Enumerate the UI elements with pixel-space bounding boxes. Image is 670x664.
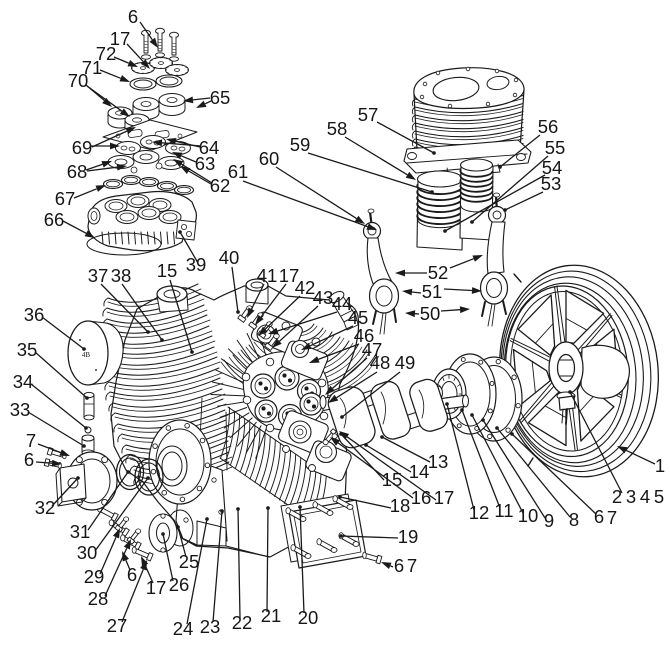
svg-text:33: 33 bbox=[10, 399, 31, 420]
svg-text:45: 45 bbox=[348, 307, 369, 328]
svg-text:16: 16 bbox=[411, 487, 432, 508]
svg-text:39: 39 bbox=[186, 254, 207, 275]
svg-text:38: 38 bbox=[111, 265, 132, 286]
svg-text:10: 10 bbox=[518, 505, 539, 526]
svg-text:7: 7 bbox=[407, 555, 417, 576]
svg-text:17: 17 bbox=[279, 265, 300, 286]
svg-text:47: 47 bbox=[362, 339, 383, 360]
svg-text:32: 32 bbox=[35, 497, 56, 518]
svg-text:51: 51 bbox=[422, 281, 443, 302]
svg-text:40: 40 bbox=[219, 247, 240, 268]
svg-text:7: 7 bbox=[26, 430, 36, 451]
svg-text:36: 36 bbox=[24, 304, 45, 325]
svg-text:21: 21 bbox=[261, 605, 282, 626]
svg-text:28: 28 bbox=[88, 588, 109, 609]
svg-text:67: 67 bbox=[55, 188, 76, 209]
svg-text:57: 57 bbox=[358, 104, 379, 125]
svg-text:30: 30 bbox=[77, 542, 98, 563]
svg-text:6: 6 bbox=[128, 6, 138, 27]
svg-text:4: 4 bbox=[640, 486, 650, 507]
svg-text:12: 12 bbox=[469, 502, 490, 523]
svg-text:68: 68 bbox=[67, 161, 88, 182]
svg-text:63: 63 bbox=[195, 153, 216, 174]
svg-text:71: 71 bbox=[82, 57, 103, 78]
svg-text:52: 52 bbox=[428, 262, 449, 283]
svg-text:25: 25 bbox=[179, 551, 200, 572]
svg-text:22: 22 bbox=[232, 612, 253, 633]
svg-text:60: 60 bbox=[259, 148, 280, 169]
svg-text:13: 13 bbox=[428, 451, 449, 472]
svg-text:62: 62 bbox=[210, 175, 231, 196]
svg-text:2: 2 bbox=[612, 486, 622, 507]
svg-text:6: 6 bbox=[127, 564, 137, 585]
svg-text:6: 6 bbox=[24, 449, 34, 470]
svg-text:8: 8 bbox=[569, 509, 579, 530]
svg-text:56: 56 bbox=[538, 116, 559, 137]
svg-text:23: 23 bbox=[200, 616, 221, 637]
svg-text:35: 35 bbox=[17, 339, 38, 360]
svg-text:37: 37 bbox=[88, 265, 109, 286]
svg-text:42: 42 bbox=[295, 277, 316, 298]
svg-text:64: 64 bbox=[199, 137, 220, 158]
svg-text:70: 70 bbox=[68, 70, 89, 91]
svg-text:53: 53 bbox=[541, 173, 562, 194]
svg-text:17: 17 bbox=[434, 487, 455, 508]
svg-text:50: 50 bbox=[420, 303, 441, 324]
svg-text:46: 46 bbox=[354, 325, 375, 346]
svg-text:20: 20 bbox=[298, 607, 319, 628]
svg-text:29: 29 bbox=[84, 566, 105, 587]
svg-text:6: 6 bbox=[394, 555, 404, 576]
svg-text:18: 18 bbox=[390, 495, 411, 516]
svg-text:7: 7 bbox=[607, 507, 617, 528]
svg-text:14: 14 bbox=[409, 461, 430, 482]
svg-text:59: 59 bbox=[290, 134, 311, 155]
svg-text:4B: 4B bbox=[82, 351, 91, 359]
svg-text:5: 5 bbox=[654, 486, 664, 507]
svg-text:34: 34 bbox=[13, 371, 34, 392]
svg-text:72: 72 bbox=[96, 43, 117, 64]
svg-text:19: 19 bbox=[398, 526, 419, 547]
svg-text:15: 15 bbox=[382, 469, 403, 490]
svg-text:3: 3 bbox=[626, 486, 636, 507]
svg-text:55: 55 bbox=[545, 137, 566, 158]
svg-text:31: 31 bbox=[70, 521, 91, 542]
svg-text:41: 41 bbox=[257, 265, 278, 286]
svg-text:61: 61 bbox=[228, 161, 249, 182]
svg-text:49: 49 bbox=[395, 352, 416, 373]
svg-text:44: 44 bbox=[332, 293, 353, 314]
svg-text:43: 43 bbox=[313, 287, 334, 308]
svg-text:15: 15 bbox=[157, 260, 178, 281]
svg-text:69: 69 bbox=[72, 137, 93, 158]
svg-text:26: 26 bbox=[169, 574, 190, 595]
svg-text:17: 17 bbox=[110, 28, 131, 49]
svg-text:1: 1 bbox=[655, 455, 665, 476]
svg-text:48: 48 bbox=[370, 352, 391, 373]
svg-text:58: 58 bbox=[327, 118, 348, 139]
svg-text:11: 11 bbox=[494, 500, 513, 521]
svg-text:9: 9 bbox=[544, 510, 554, 531]
svg-text:65: 65 bbox=[210, 87, 231, 108]
svg-text:66: 66 bbox=[44, 209, 65, 230]
svg-text:6: 6 bbox=[594, 506, 604, 527]
svg-text:24: 24 bbox=[173, 618, 194, 639]
svg-text:54: 54 bbox=[542, 157, 563, 178]
svg-text:17: 17 bbox=[146, 577, 167, 598]
